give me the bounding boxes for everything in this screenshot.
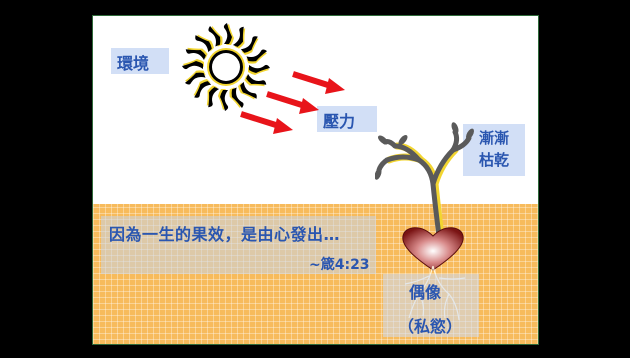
tree-icon	[375, 122, 474, 240]
quote-box	[101, 216, 376, 274]
idol-box	[383, 274, 479, 337]
quote-text: 因為一生的果效，是由心發出…	[109, 225, 341, 244]
sun-icon	[182, 23, 270, 111]
quote-reference: ~箴4:23	[309, 257, 370, 273]
slide: 環境 壓力 漸漸 枯乾 因為一生的果效，是由心發出… ~箴4:23	[92, 15, 539, 345]
pressure-label: 壓力	[317, 106, 377, 132]
withering-label-line2: 枯乾	[478, 151, 509, 169]
idol-label: 偶像	[409, 283, 442, 302]
idol-sublabel: （私慾）	[398, 317, 463, 336]
withering-label-line1: 漸漸	[478, 129, 509, 147]
environment-label: 環境	[111, 48, 169, 74]
arrow-icon	[266, 91, 319, 114]
withering-label: 漸漸 枯乾	[463, 124, 525, 176]
heart-icon	[402, 227, 464, 271]
arrow-icon	[240, 111, 293, 134]
arrow-icon	[292, 71, 345, 94]
